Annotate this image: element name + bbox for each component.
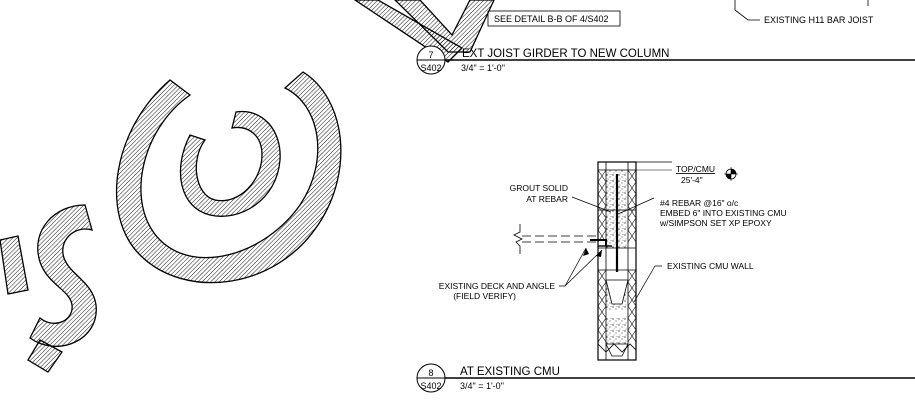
- watermark: [0, 0, 495, 373]
- existing-joist-note: EXISTING H11 BAR JOIST: [764, 15, 874, 25]
- watermark-s: [29, 204, 97, 347]
- detail-7-scale: 3/4" = 1'-0": [461, 63, 505, 73]
- deck-label-2: (FIELD VERIFY): [453, 291, 516, 301]
- see-detail-note: SEE DETAIL B-B OF 4/S402: [494, 14, 609, 24]
- watermark-partial-letter: [0, 235, 29, 295]
- joist-leader: [734, 0, 760, 21]
- grout-label-1: GROUT SOLID: [510, 183, 568, 193]
- detail-7-sheet: S402: [420, 63, 441, 73]
- rebar-label-3: w/SIMPSON SET XP EPOXY: [659, 218, 772, 228]
- elevation-marker: TOP/CMU 25'-4": [636, 161, 738, 185]
- rebar-label-2: EMBED 6" INTO EXISTING CMU: [660, 208, 787, 218]
- existing-deck: [513, 224, 596, 254]
- detail-8-sheet: S402: [420, 381, 441, 391]
- watermark-curve: [27, 339, 63, 373]
- elevation-value: 25'-4": [681, 175, 703, 185]
- watermark-at-inner: [179, 110, 281, 217]
- elevation-target-icon: [724, 167, 738, 181]
- grout-label-2: AT REBAR: [526, 194, 568, 204]
- cmu-wall-section: [590, 161, 637, 361]
- detail-8-labels: GROUT SOLID AT REBAR #4 REBAR @16" o/c E…: [439, 183, 787, 301]
- elevation-label: TOP/CMU: [676, 164, 715, 174]
- cmu-wall-label: EXISTING CMU WALL: [667, 261, 754, 271]
- rebar-label-1: #4 REBAR @16" o/c: [660, 198, 739, 208]
- detail-7-number: 7: [428, 50, 433, 60]
- detail-7-title-block: 7 S402 EXT JOIST GIRDER TO NEW COLUMN 3/…: [416, 45, 915, 75]
- detail-8-number: 8: [428, 368, 433, 378]
- detail-8-scale: 3/4" = 1'-0": [460, 381, 504, 391]
- watermark-at-ring: [115, 71, 342, 284]
- detail-8-title-block: 8 S402 AT EXISTING CMU 3/4" = 1'-0": [416, 363, 915, 393]
- watermark-m-fragment: [394, 0, 495, 53]
- see-detail-box: [487, 10, 621, 27]
- break-mark: [513, 224, 523, 254]
- leaders: [559, 196, 662, 303]
- deck-label-1: EXISTING DECK AND ANGLE: [439, 281, 556, 291]
- detail-7-title: EXT JOIST GIRDER TO NEW COLUMN: [462, 48, 669, 60]
- detail-8-title: AT EXISTING CMU: [460, 366, 560, 378]
